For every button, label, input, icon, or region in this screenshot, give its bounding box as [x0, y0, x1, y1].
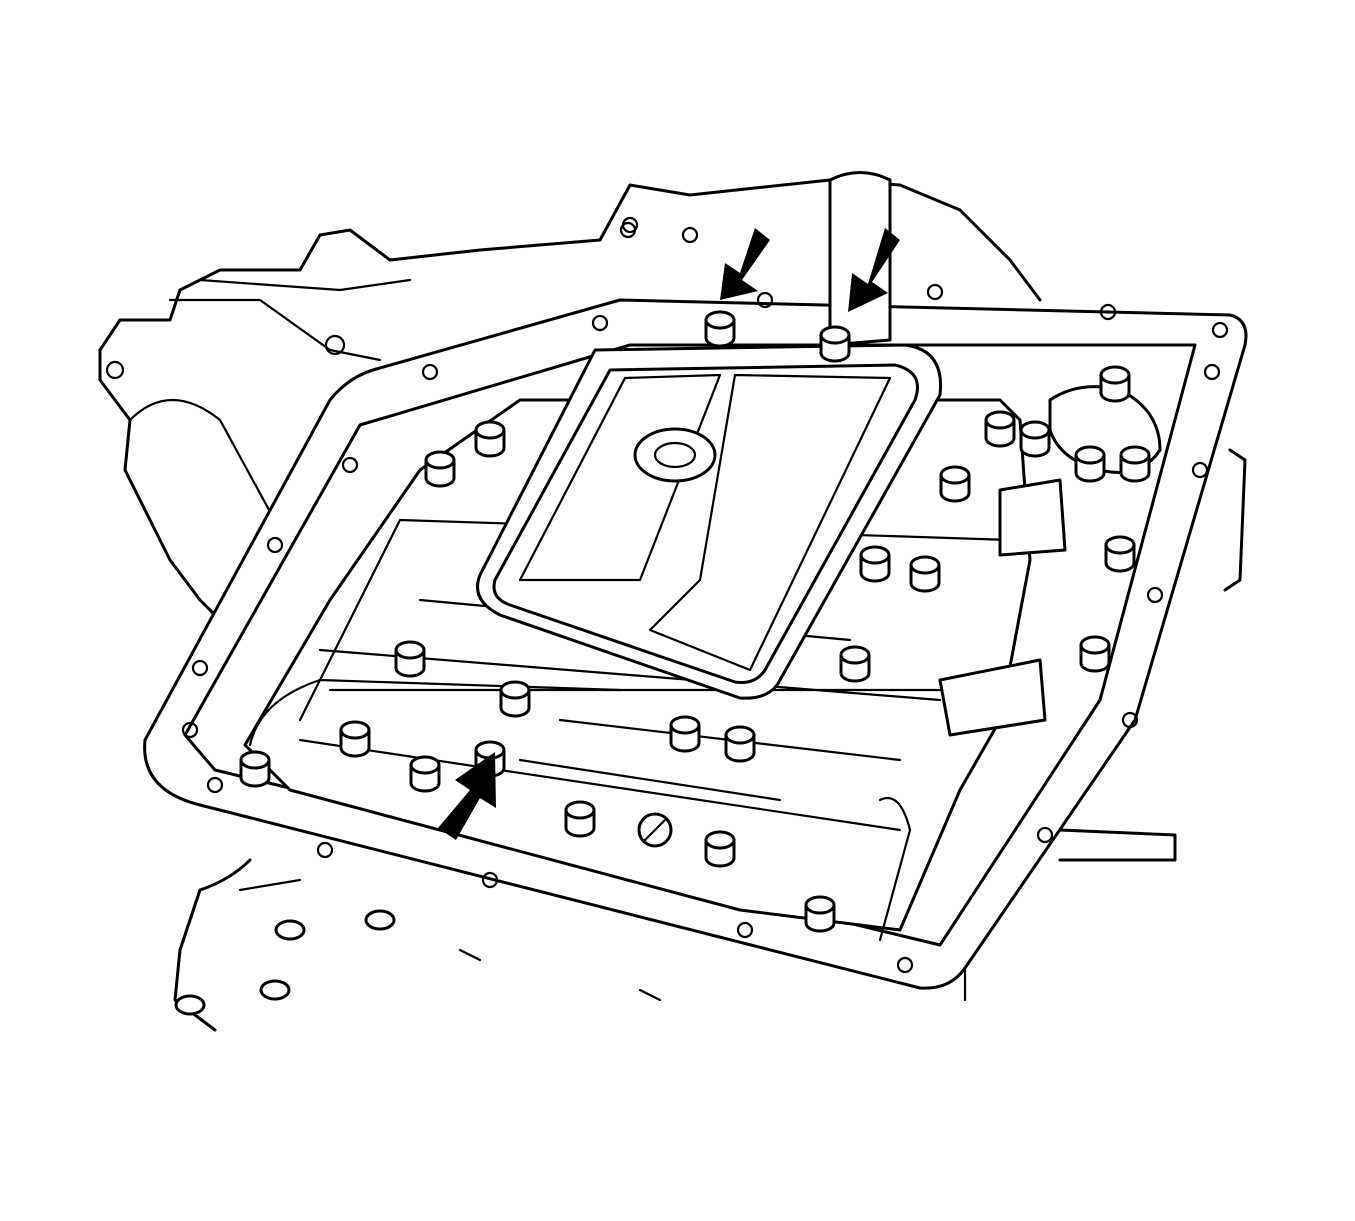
- bolt: [819, 325, 851, 363]
- bolt: [394, 640, 426, 678]
- bolt-hole: [181, 721, 199, 739]
- bolt: [409, 755, 441, 793]
- bolt: [564, 800, 596, 838]
- bolt-hole: [756, 291, 774, 309]
- arrow-down-left-icon: [848, 228, 900, 312]
- bolt: [704, 310, 736, 348]
- bolt-hole: [591, 314, 609, 332]
- bolt: [984, 410, 1016, 448]
- bolt-hole: [926, 283, 944, 301]
- bolt-hole: [1191, 461, 1209, 479]
- bolt: [1119, 445, 1151, 483]
- bolt: [669, 715, 701, 753]
- bolt-hole: [1036, 826, 1054, 844]
- bolt-hole: [341, 456, 359, 474]
- bolt-hole: [1099, 303, 1117, 321]
- bolts: [239, 310, 1151, 933]
- transmission-case: [98, 178, 1247, 1032]
- bolt-hole: [421, 363, 439, 381]
- bolt: [804, 895, 836, 933]
- bolt: [839, 645, 871, 683]
- bolt: [704, 830, 736, 868]
- bolt-hole: [481, 871, 499, 889]
- bolt-hole: [736, 921, 754, 939]
- bolt-hole: [316, 841, 334, 859]
- bolt: [499, 680, 531, 718]
- oil-filter: [476, 171, 943, 700]
- bolt: [424, 450, 456, 488]
- bolt: [724, 725, 756, 763]
- bolt-hole: [1211, 321, 1229, 339]
- indicator-arrows: [438, 228, 900, 840]
- bolt: [1104, 535, 1136, 573]
- bolt: [1074, 445, 1106, 483]
- bolt-hole: [1203, 363, 1221, 381]
- bolt-hole: [621, 216, 639, 234]
- bolt: [474, 420, 506, 458]
- arrow-down-left-icon: [720, 228, 770, 300]
- bolt-hole: [1121, 711, 1139, 729]
- arrow-up-right-icon: [438, 752, 496, 840]
- bolt-hole: [1146, 586, 1164, 604]
- bolt: [239, 750, 271, 788]
- bolt: [1019, 420, 1051, 458]
- bolt-hole: [206, 776, 224, 794]
- bolt-hole: [681, 226, 699, 244]
- bolt: [1079, 635, 1111, 673]
- bolt-hole: [191, 659, 209, 677]
- bolt: [339, 720, 371, 758]
- bolt: [1099, 365, 1131, 403]
- bolt: [859, 545, 891, 583]
- bolt: [939, 465, 971, 503]
- flange-holes: [181, 216, 1229, 974]
- bolt: [909, 555, 941, 593]
- bolt-hole: [266, 536, 284, 554]
- bolt-hole: [896, 956, 914, 974]
